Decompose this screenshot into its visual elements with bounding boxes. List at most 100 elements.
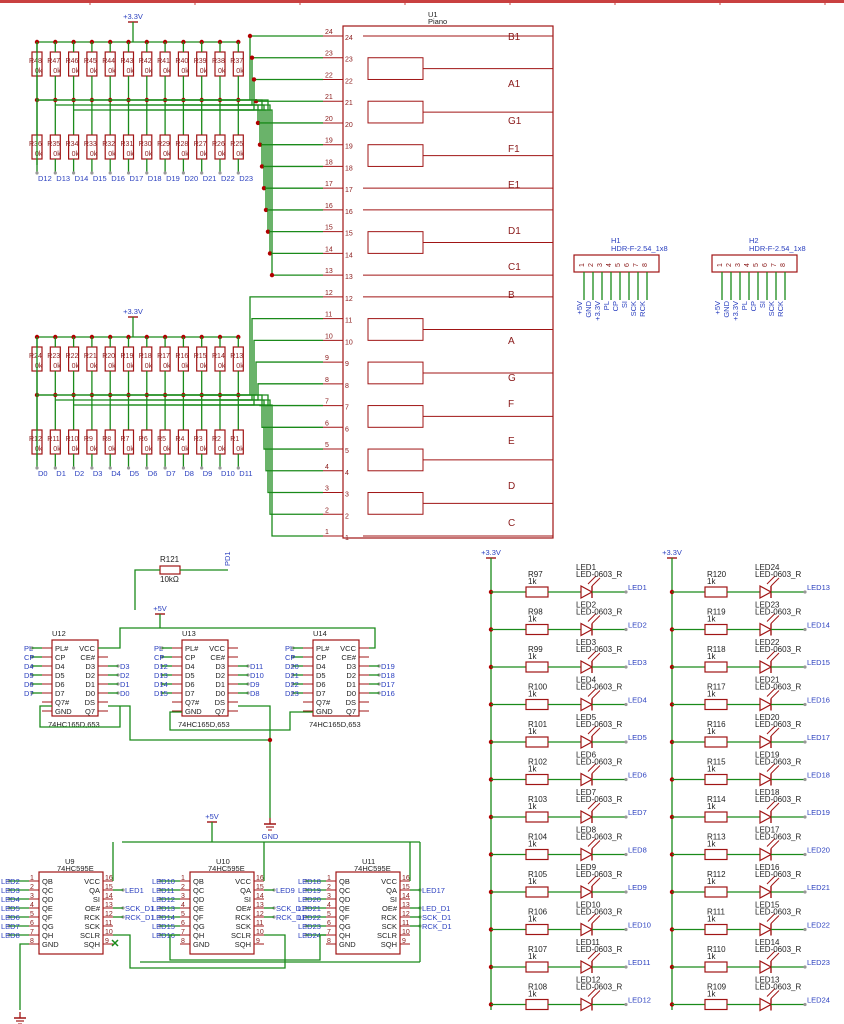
ic-pin-name: QG (42, 922, 54, 931)
resistor-ref: R48 (29, 58, 42, 65)
led-net-label: LED16 (807, 696, 830, 705)
led-resistor-ref: R110 (707, 945, 726, 954)
key-wire (183, 404, 323, 472)
chain-wire (169, 711, 313, 731)
ic-pin-name: SCK (236, 922, 251, 931)
piano-pin-inner: 8 (345, 383, 349, 390)
resistor-value: 0k (200, 68, 208, 75)
header-net-label: PL (602, 301, 611, 310)
header-pin-number: 4 (606, 263, 613, 267)
data-net-label: D1 (56, 469, 66, 478)
header-net-label: CP (749, 301, 758, 311)
header-pin-number: 3 (597, 263, 604, 267)
pullup-net: PD1 (223, 551, 232, 566)
ic-net-label: LED15 (152, 922, 175, 931)
led-resistor-ref: R118 (707, 645, 726, 654)
resistor-ref: R27 (194, 141, 207, 148)
resistor-value: 0k (108, 363, 116, 370)
led-ref: LED2 (576, 601, 597, 610)
resistor-ref: R32 (102, 141, 115, 148)
pin-end (53, 171, 57, 175)
data-net-label: D18 (148, 174, 162, 183)
ic-net-label: LED13 (152, 904, 175, 913)
ic-pin-number: 11 (256, 920, 263, 927)
led-resistor-ref: R113 (707, 833, 726, 842)
resistor-ref: R37 (230, 58, 243, 65)
ic-net-label: D5 (24, 671, 34, 680)
data-net-label: D3 (93, 469, 103, 478)
piano-pin-inner: 2 (345, 513, 349, 520)
junction (265, 229, 271, 234)
led-ref: LED10 (576, 901, 601, 910)
led-value: LED-0603_R (576, 683, 622, 692)
ic-net-label: D19 (381, 662, 395, 671)
piano-pin-inner: 17 (345, 187, 353, 194)
resistor-ref: R12 (29, 436, 42, 443)
key-wire (238, 109, 323, 276)
data-net-label: D9 (203, 469, 213, 478)
resistor-ref: R21 (84, 353, 97, 360)
piano-note-label: F1 (508, 144, 520, 155)
ic-net-label: SCK_D1 (422, 913, 451, 922)
resistor-value: 0k (181, 446, 189, 453)
piano-pin-inner: 23 (345, 57, 353, 64)
shift-out-ref: U9 (65, 857, 75, 866)
header-net-label: SI (758, 301, 767, 308)
resistor-value: 0k (163, 68, 171, 75)
led-resistor-ref: R101 (528, 720, 548, 729)
ic-net-label: RCK_D1 (125, 913, 155, 922)
led-symbol (580, 622, 594, 637)
led-emission (587, 575, 597, 585)
resistor-ref: R23 (47, 353, 60, 360)
ic-pin-number: 16 (105, 875, 113, 882)
led-resistor-ref: R99 (528, 645, 543, 654)
led-emission (587, 800, 597, 810)
resistor-ref: R29 (157, 141, 170, 148)
led-symbol (759, 659, 773, 675)
piano-pin-inner: 14 (345, 252, 353, 259)
ic-pin-name: QE (339, 904, 350, 913)
ic-pin-number: 2 (181, 884, 185, 891)
ic-pin-number: 1 (327, 875, 331, 882)
ic-pin-number: 9 (402, 938, 406, 945)
resistor-ref: R6 (139, 436, 148, 443)
led-emission (591, 952, 601, 962)
led-emission (591, 877, 601, 887)
resistor-ref: R43 (121, 58, 134, 65)
ic-pin-name: QE (193, 904, 204, 913)
header-net-label: CP (611, 301, 620, 311)
led-resistor (525, 698, 549, 711)
resistor-value: 0k (218, 68, 226, 75)
junction (267, 737, 273, 743)
header-pin-number: 6 (762, 263, 769, 267)
data-net-label: D7 (166, 469, 176, 478)
led-net-label: LED18 (807, 771, 830, 780)
led-net-label: LED11 (628, 958, 650, 967)
pin-end (803, 815, 807, 819)
pin-end (90, 466, 94, 470)
resistor-ref: R8 (102, 436, 111, 443)
resistor-value: 0k (218, 446, 226, 453)
key-wire (201, 394, 323, 494)
junction (267, 251, 273, 256)
ic-pin-name: SCK (382, 922, 397, 931)
led-emission (591, 915, 601, 924)
ic-net-label: LED21 (298, 904, 321, 913)
ic-pin-name: CE# (210, 653, 225, 662)
ic-pin-name: D3 (215, 662, 225, 671)
ic-pin-number: 14 (256, 893, 264, 900)
ic-pin-name: D3 (346, 662, 356, 671)
piano-key-contact (367, 231, 424, 254)
data-net-label: D19 (166, 174, 180, 183)
pin-end (108, 466, 112, 470)
piano-pin-inner: 20 (345, 122, 353, 129)
led-resistor-value: 1k (707, 727, 716, 736)
piano-pin-number: 17 (325, 181, 333, 188)
ic-pin-name: GND (316, 707, 333, 716)
led-emission (770, 765, 780, 774)
resistor-value: 0k (72, 363, 80, 370)
led-emission (766, 875, 776, 885)
resistor-value: 0k (35, 68, 43, 75)
ic-net-label: SCK_D1 (276, 904, 305, 913)
header-net-label: PL (740, 301, 749, 310)
